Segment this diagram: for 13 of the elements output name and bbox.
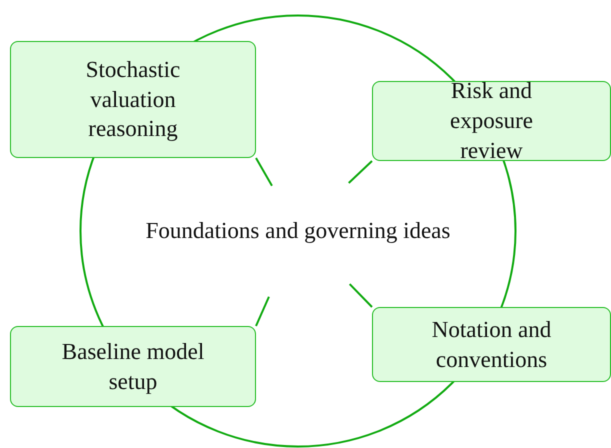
connector-line [348, 283, 373, 308]
connector-line [348, 160, 373, 184]
connector-line [255, 296, 270, 326]
topic-label: Baseline model setup [61, 338, 205, 396]
topic-box [10, 41, 256, 158]
topic-label: Notation and conventions [430, 316, 552, 374]
topic-label: Risk and exposure review [448, 77, 534, 165]
topic-box [372, 307, 611, 382]
topic-box [372, 81, 611, 161]
topic-label: Stochastic valuation reasoning [84, 56, 182, 144]
topic-box [10, 326, 256, 407]
connector-line [255, 158, 273, 186]
center-label: Foundations and governing ideas [146, 217, 450, 246]
